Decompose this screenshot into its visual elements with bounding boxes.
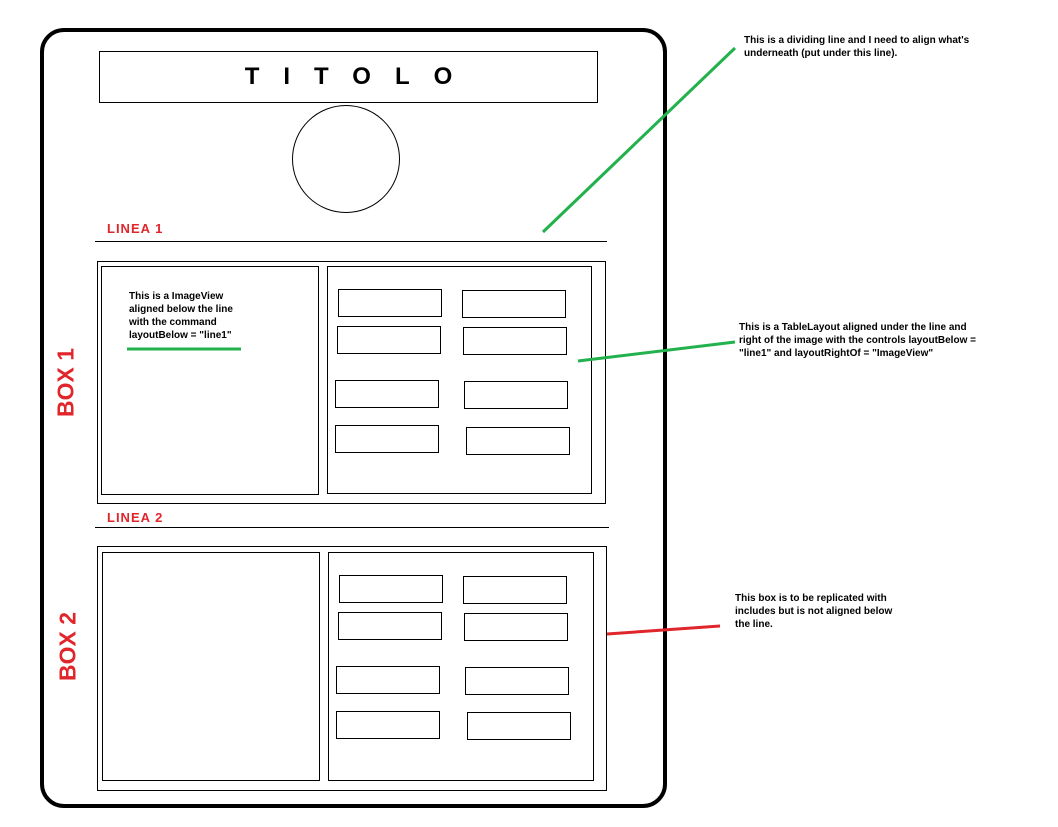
box1-tablelayout bbox=[327, 266, 592, 494]
box2-imageview bbox=[102, 552, 320, 781]
line1-label: LINEA 1 bbox=[107, 221, 164, 236]
box2-cell bbox=[336, 711, 440, 739]
line2-divider bbox=[95, 527, 609, 528]
note-box-replicated: This box is to be replicated with includ… bbox=[735, 593, 893, 630]
note-dividing-line: This is a dividing line and I need to al… bbox=[744, 35, 970, 59]
box2-cell bbox=[338, 612, 442, 640]
box1-cell bbox=[337, 326, 441, 354]
box2-cell bbox=[467, 712, 571, 740]
box2-cell bbox=[339, 575, 443, 603]
box1-cell bbox=[335, 425, 439, 453]
box1-cell bbox=[462, 290, 566, 318]
box1-cell bbox=[464, 381, 568, 409]
box2-tablelayout bbox=[328, 552, 594, 781]
box1-imageview bbox=[101, 266, 319, 495]
imageview-note: This is a ImageView aligned below the li… bbox=[129, 291, 233, 341]
box1-cell bbox=[466, 427, 570, 455]
box2 bbox=[97, 546, 607, 791]
box2-cell bbox=[465, 667, 569, 695]
arrow-tablelayout bbox=[577, 340, 736, 363]
note-tablelayout: This is a TableLayout aligned under the … bbox=[739, 322, 976, 359]
box2-cell bbox=[463, 576, 567, 604]
arrow-box2 bbox=[606, 624, 721, 636]
box1 bbox=[97, 261, 606, 504]
phone-frame bbox=[40, 28, 667, 808]
arrow-line1 bbox=[541, 46, 737, 234]
circle-image bbox=[292, 105, 400, 213]
box1-cell bbox=[463, 327, 567, 355]
box1-cell bbox=[338, 289, 442, 317]
line2-label: LINEA 2 bbox=[107, 510, 164, 525]
line1-divider bbox=[95, 241, 607, 242]
box1-cell bbox=[335, 380, 439, 408]
box2-cell bbox=[464, 613, 568, 641]
title-box: TITOLO bbox=[99, 51, 598, 103]
box2-cell bbox=[336, 666, 440, 694]
